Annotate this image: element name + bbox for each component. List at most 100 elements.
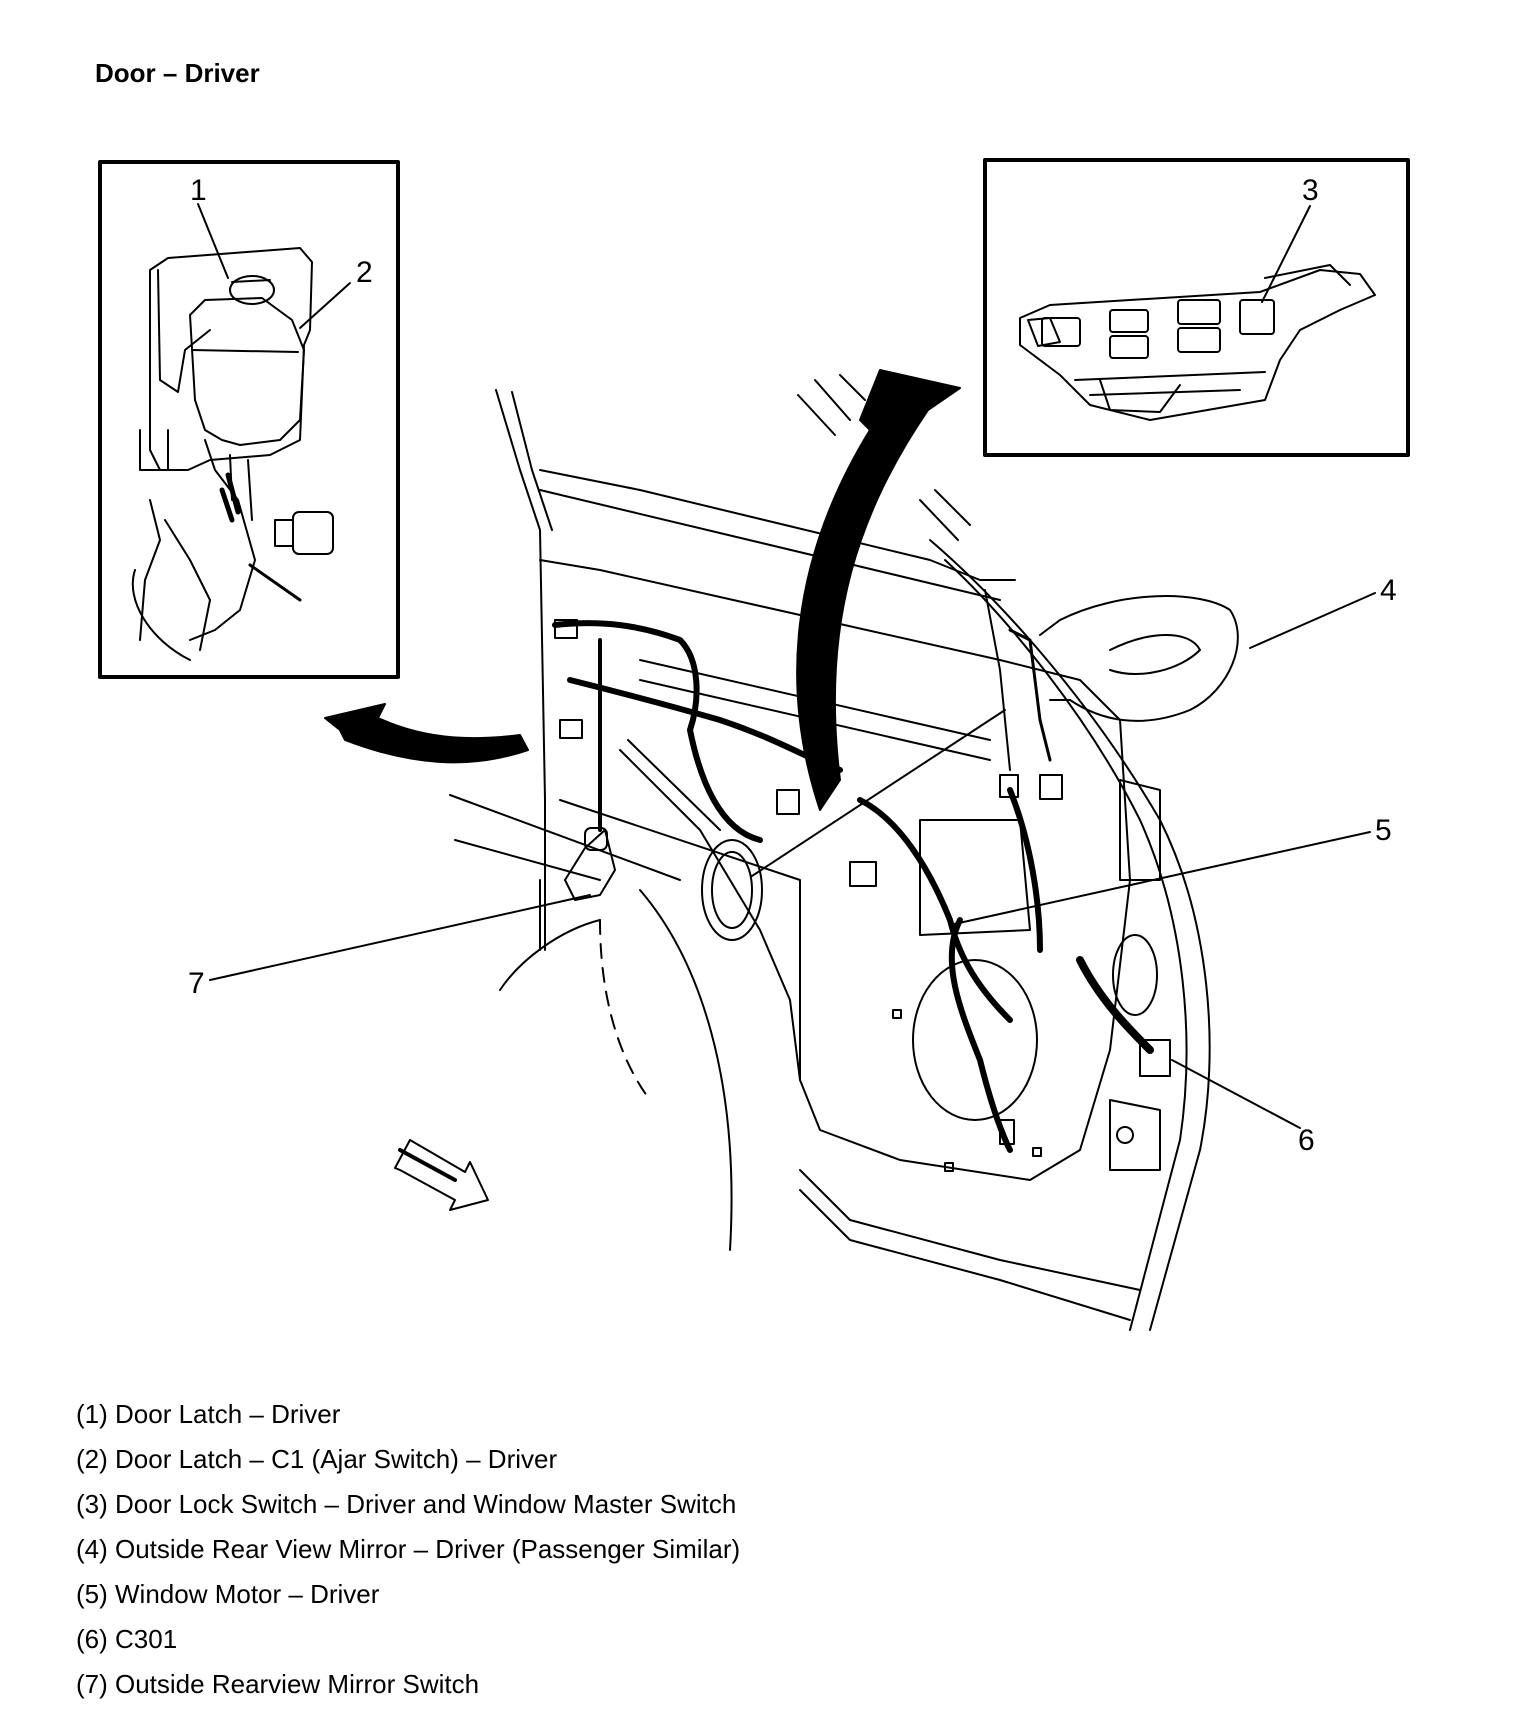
callout-5: 5 bbox=[1375, 814, 1392, 847]
mirror-select-switch bbox=[1027, 317, 1061, 347]
callout-3: 3 bbox=[1302, 174, 1319, 207]
harness-c301 bbox=[1076, 956, 1154, 1054]
leader-2 bbox=[299, 282, 351, 329]
door-window-sill bbox=[539, 469, 1016, 581]
door-wiring-diagram: 1 2 3 4 5 6 7 bbox=[98, 158, 1410, 1331]
latch-edge bbox=[157, 269, 211, 393]
panel-clip-1 bbox=[944, 1162, 954, 1172]
connector-speaker bbox=[999, 1119, 1015, 1145]
mirror-mount bbox=[1039, 619, 1071, 701]
motion-lines-lower bbox=[919, 489, 971, 541]
legend-item: (7) Outside Rearview Mirror Switch bbox=[76, 1669, 480, 1699]
latch-striker bbox=[292, 511, 334, 555]
callout-1: 1 bbox=[190, 174, 207, 207]
callout-4: 4 bbox=[1380, 574, 1397, 607]
outside-mirror bbox=[1059, 595, 1239, 722]
legend-item: (4) Outside Rear View Mirror – Driver (P… bbox=[76, 1534, 741, 1564]
c301-connector bbox=[1139, 1039, 1171, 1077]
motor-opening bbox=[919, 819, 1031, 936]
hinge-bolt bbox=[1116, 1126, 1134, 1144]
legend-item: (3) Door Lock Switch – Driver and Window… bbox=[76, 1489, 737, 1519]
hinge-bracket-lower bbox=[1109, 1099, 1161, 1171]
door-bottom-edge bbox=[799, 1169, 1141, 1291]
leader-1 bbox=[197, 203, 229, 279]
latch-button bbox=[229, 275, 275, 305]
callout-7: 7 bbox=[188, 967, 205, 1000]
window-switch-3 bbox=[1177, 299, 1221, 325]
arrow-to-switch-inset bbox=[796, 369, 961, 811]
switch-harness bbox=[1099, 379, 1181, 413]
window-switch-4 bbox=[1177, 327, 1221, 353]
page-title: Door – Driver bbox=[95, 58, 260, 88]
window-switch-2 bbox=[1109, 335, 1149, 359]
ajar-switch-connector bbox=[189, 297, 305, 446]
leader-3 bbox=[1261, 205, 1311, 303]
fender-arch bbox=[639, 889, 733, 1251]
grommet bbox=[1112, 934, 1158, 1016]
connector-motor-2 bbox=[1039, 774, 1063, 800]
master-switch-inset bbox=[983, 158, 1410, 457]
callout-6: 6 bbox=[1298, 1124, 1315, 1157]
door-assembly bbox=[394, 389, 1239, 1331]
regulator-channel bbox=[1008, 628, 1052, 762]
latch-rod-lower bbox=[248, 563, 302, 602]
inner-panel-outline bbox=[539, 559, 1131, 1181]
mirror-switch bbox=[1041, 317, 1081, 347]
leader-4 bbox=[1249, 592, 1376, 649]
inner-panel-lower bbox=[559, 799, 801, 1081]
leader-6 bbox=[1171, 1059, 1301, 1129]
body-line-mid bbox=[454, 839, 601, 881]
legend-item: (5) Window Motor – Driver bbox=[76, 1579, 380, 1609]
legend-item: (6) C301 bbox=[76, 1624, 178, 1654]
mirror-glass bbox=[1109, 634, 1201, 675]
panel-clip-2 bbox=[1032, 1147, 1042, 1157]
arrow-shading bbox=[398, 1148, 457, 1182]
callout-2: 2 bbox=[356, 256, 373, 289]
latch-cable bbox=[139, 499, 211, 651]
legend-item: (1) Door Latch – Driver bbox=[76, 1399, 341, 1429]
harness-right bbox=[1007, 787, 1043, 953]
connector-mid bbox=[776, 789, 800, 815]
latch-slot bbox=[219, 472, 241, 523]
latch-bracket bbox=[139, 429, 169, 471]
door-trim-edge bbox=[619, 749, 801, 1081]
striker-mount bbox=[274, 519, 294, 547]
fender-lines bbox=[499, 879, 601, 991]
connector-window bbox=[849, 861, 877, 887]
legend-item: (2) Door Latch – C1 (Ajar Switch) – Driv… bbox=[76, 1444, 558, 1474]
leader-lines bbox=[197, 203, 1376, 1129]
switch-connector-lines bbox=[1074, 371, 1266, 396]
window-switch-1 bbox=[1109, 309, 1149, 333]
harness-upper bbox=[552, 620, 763, 843]
panel-clip-3 bbox=[892, 1009, 902, 1019]
door-latch-inset bbox=[98, 160, 400, 679]
access-hole-large bbox=[701, 839, 763, 941]
fender-hidden-line bbox=[599, 919, 651, 1101]
leader-5 bbox=[949, 831, 1371, 926]
door-trim-edge-2 bbox=[627, 739, 721, 831]
switch-bezel bbox=[1264, 264, 1351, 286]
latch-wire bbox=[131, 569, 191, 661]
switch-panel bbox=[1019, 269, 1376, 421]
leader-5-to-motor bbox=[751, 709, 1006, 877]
leader-7 bbox=[209, 894, 591, 981]
connector-upper bbox=[554, 619, 578, 639]
harness-motor bbox=[857, 797, 1013, 1023]
regulator-rail bbox=[984, 589, 1011, 771]
arrow-to-latch-inset bbox=[324, 703, 529, 764]
motion-lines-upper bbox=[797, 374, 866, 436]
connector-lower bbox=[559, 719, 583, 739]
latch-button-top bbox=[231, 279, 271, 283]
hinge-bracket-upper bbox=[1119, 779, 1161, 881]
front-direction-arrow bbox=[394, 1139, 489, 1211]
door-bottom-edge-inner bbox=[799, 1189, 1131, 1321]
component-legend: (1) Door Latch – Driver (2) Door Latch –… bbox=[76, 1392, 740, 1707]
door-lock-switch bbox=[1239, 299, 1275, 335]
body-line-upper bbox=[449, 794, 681, 881]
latch-body bbox=[149, 247, 313, 471]
mirror-switch-knob bbox=[584, 827, 608, 851]
latch-lever bbox=[189, 439, 256, 641]
access-hole-inner bbox=[711, 851, 753, 929]
connector-motor bbox=[999, 774, 1019, 798]
speaker-opening bbox=[912, 959, 1038, 1121]
